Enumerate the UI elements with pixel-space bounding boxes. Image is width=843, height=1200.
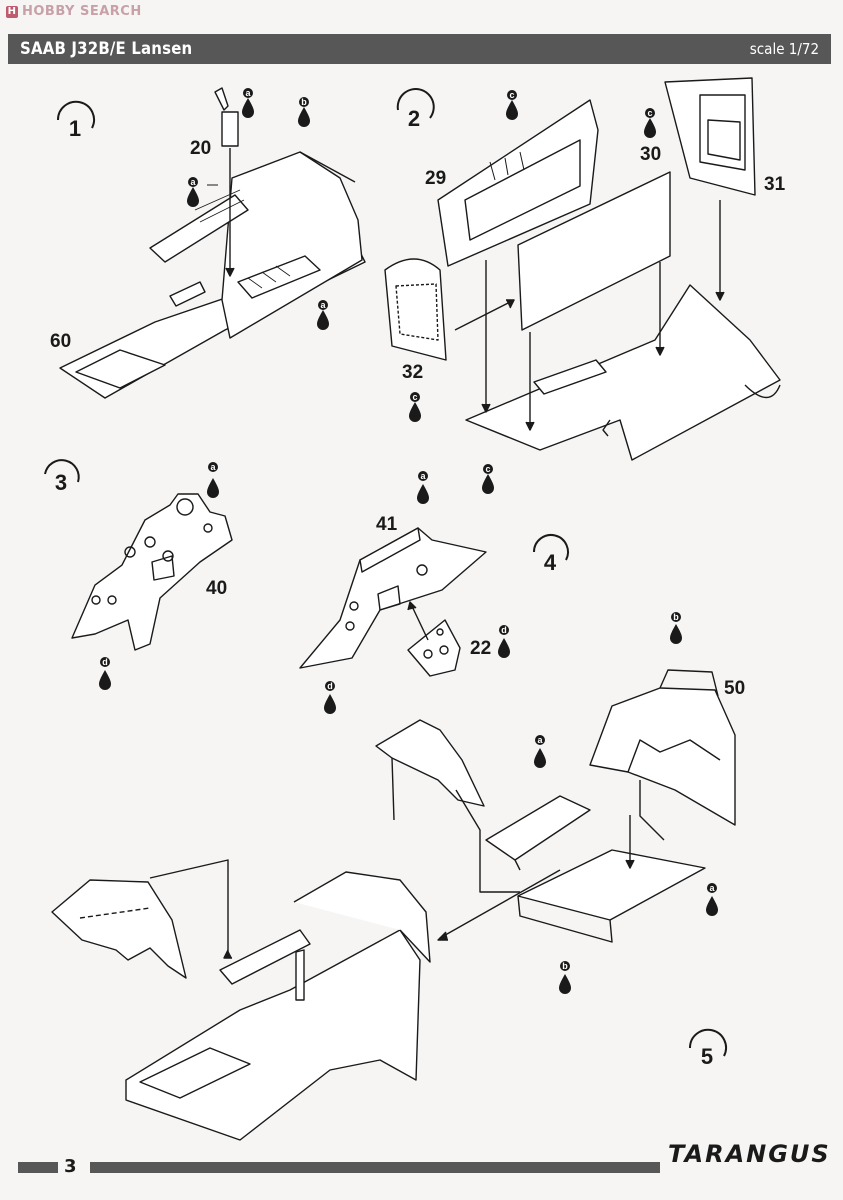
brand-logo: TARANGUS (668, 1140, 831, 1168)
footer-bar (90, 1162, 660, 1173)
paint-code-a: a (210, 462, 216, 472)
paint-code-c: c (412, 392, 417, 402)
page-number: 3 (64, 1156, 77, 1177)
part-20-label: 20 (190, 138, 211, 159)
step-1-circle (56, 100, 95, 129)
step-1-number: 1 (69, 116, 81, 141)
step-3-circle (44, 459, 80, 483)
page-title: SAAB J32B/E Lansen (20, 39, 193, 59)
step-4-group (299, 527, 569, 677)
step-5-group (51, 669, 736, 1141)
part-30-label: 30 (640, 144, 661, 165)
part-41-label: 41 (376, 514, 398, 535)
paint-code-b: b (562, 961, 568, 971)
part-40-label: 40 (206, 578, 227, 599)
paint-code-a: a (420, 471, 426, 481)
paint-code-d: d (327, 681, 333, 691)
scale-label: scale 1/72 (749, 40, 819, 58)
step-2-number: 2 (408, 106, 420, 131)
step-2-group (384, 77, 781, 461)
part-50-label: 50 (724, 678, 745, 699)
step-4-number: 4 (544, 550, 557, 575)
watermark-text: HOBBY SEARCH (22, 4, 142, 19)
paint-code-c: c (509, 90, 514, 100)
paint-code-d: d (501, 625, 507, 635)
paint-code-b: b (673, 612, 679, 622)
paint-code-a: a (537, 735, 543, 745)
paint-code-c: c (485, 464, 490, 474)
step-1-group (56, 87, 366, 399)
step-4-circle (533, 534, 569, 561)
step-5-circle (688, 1028, 727, 1057)
paint-code-d: d (102, 657, 108, 667)
footer-bar-left (18, 1162, 58, 1173)
paint-code-a: a (320, 300, 326, 310)
step-2-circle (396, 88, 435, 119)
part-60-label: 60 (50, 331, 71, 352)
paint-code-a: a (190, 177, 196, 187)
step-5-number: 5 (701, 1044, 713, 1069)
part-31-label: 31 (764, 174, 786, 195)
part-32-label: 32 (402, 362, 423, 383)
watermark: H HOBBY SEARCH (6, 4, 142, 19)
header-bar: SAAB J32B/E Lansen scale 1/72 (8, 34, 831, 64)
step-3-number: 3 (55, 470, 67, 495)
paint-code-b: b (301, 97, 307, 107)
paint-code-a: a (709, 883, 715, 893)
watermark-logo: H (6, 5, 18, 18)
paint-code-a: a (245, 88, 251, 98)
part-29-label: 29 (425, 168, 446, 189)
part-22-label: 22 (470, 638, 491, 659)
step-3-group (44, 459, 233, 651)
paint-code-c: c (647, 108, 652, 118)
